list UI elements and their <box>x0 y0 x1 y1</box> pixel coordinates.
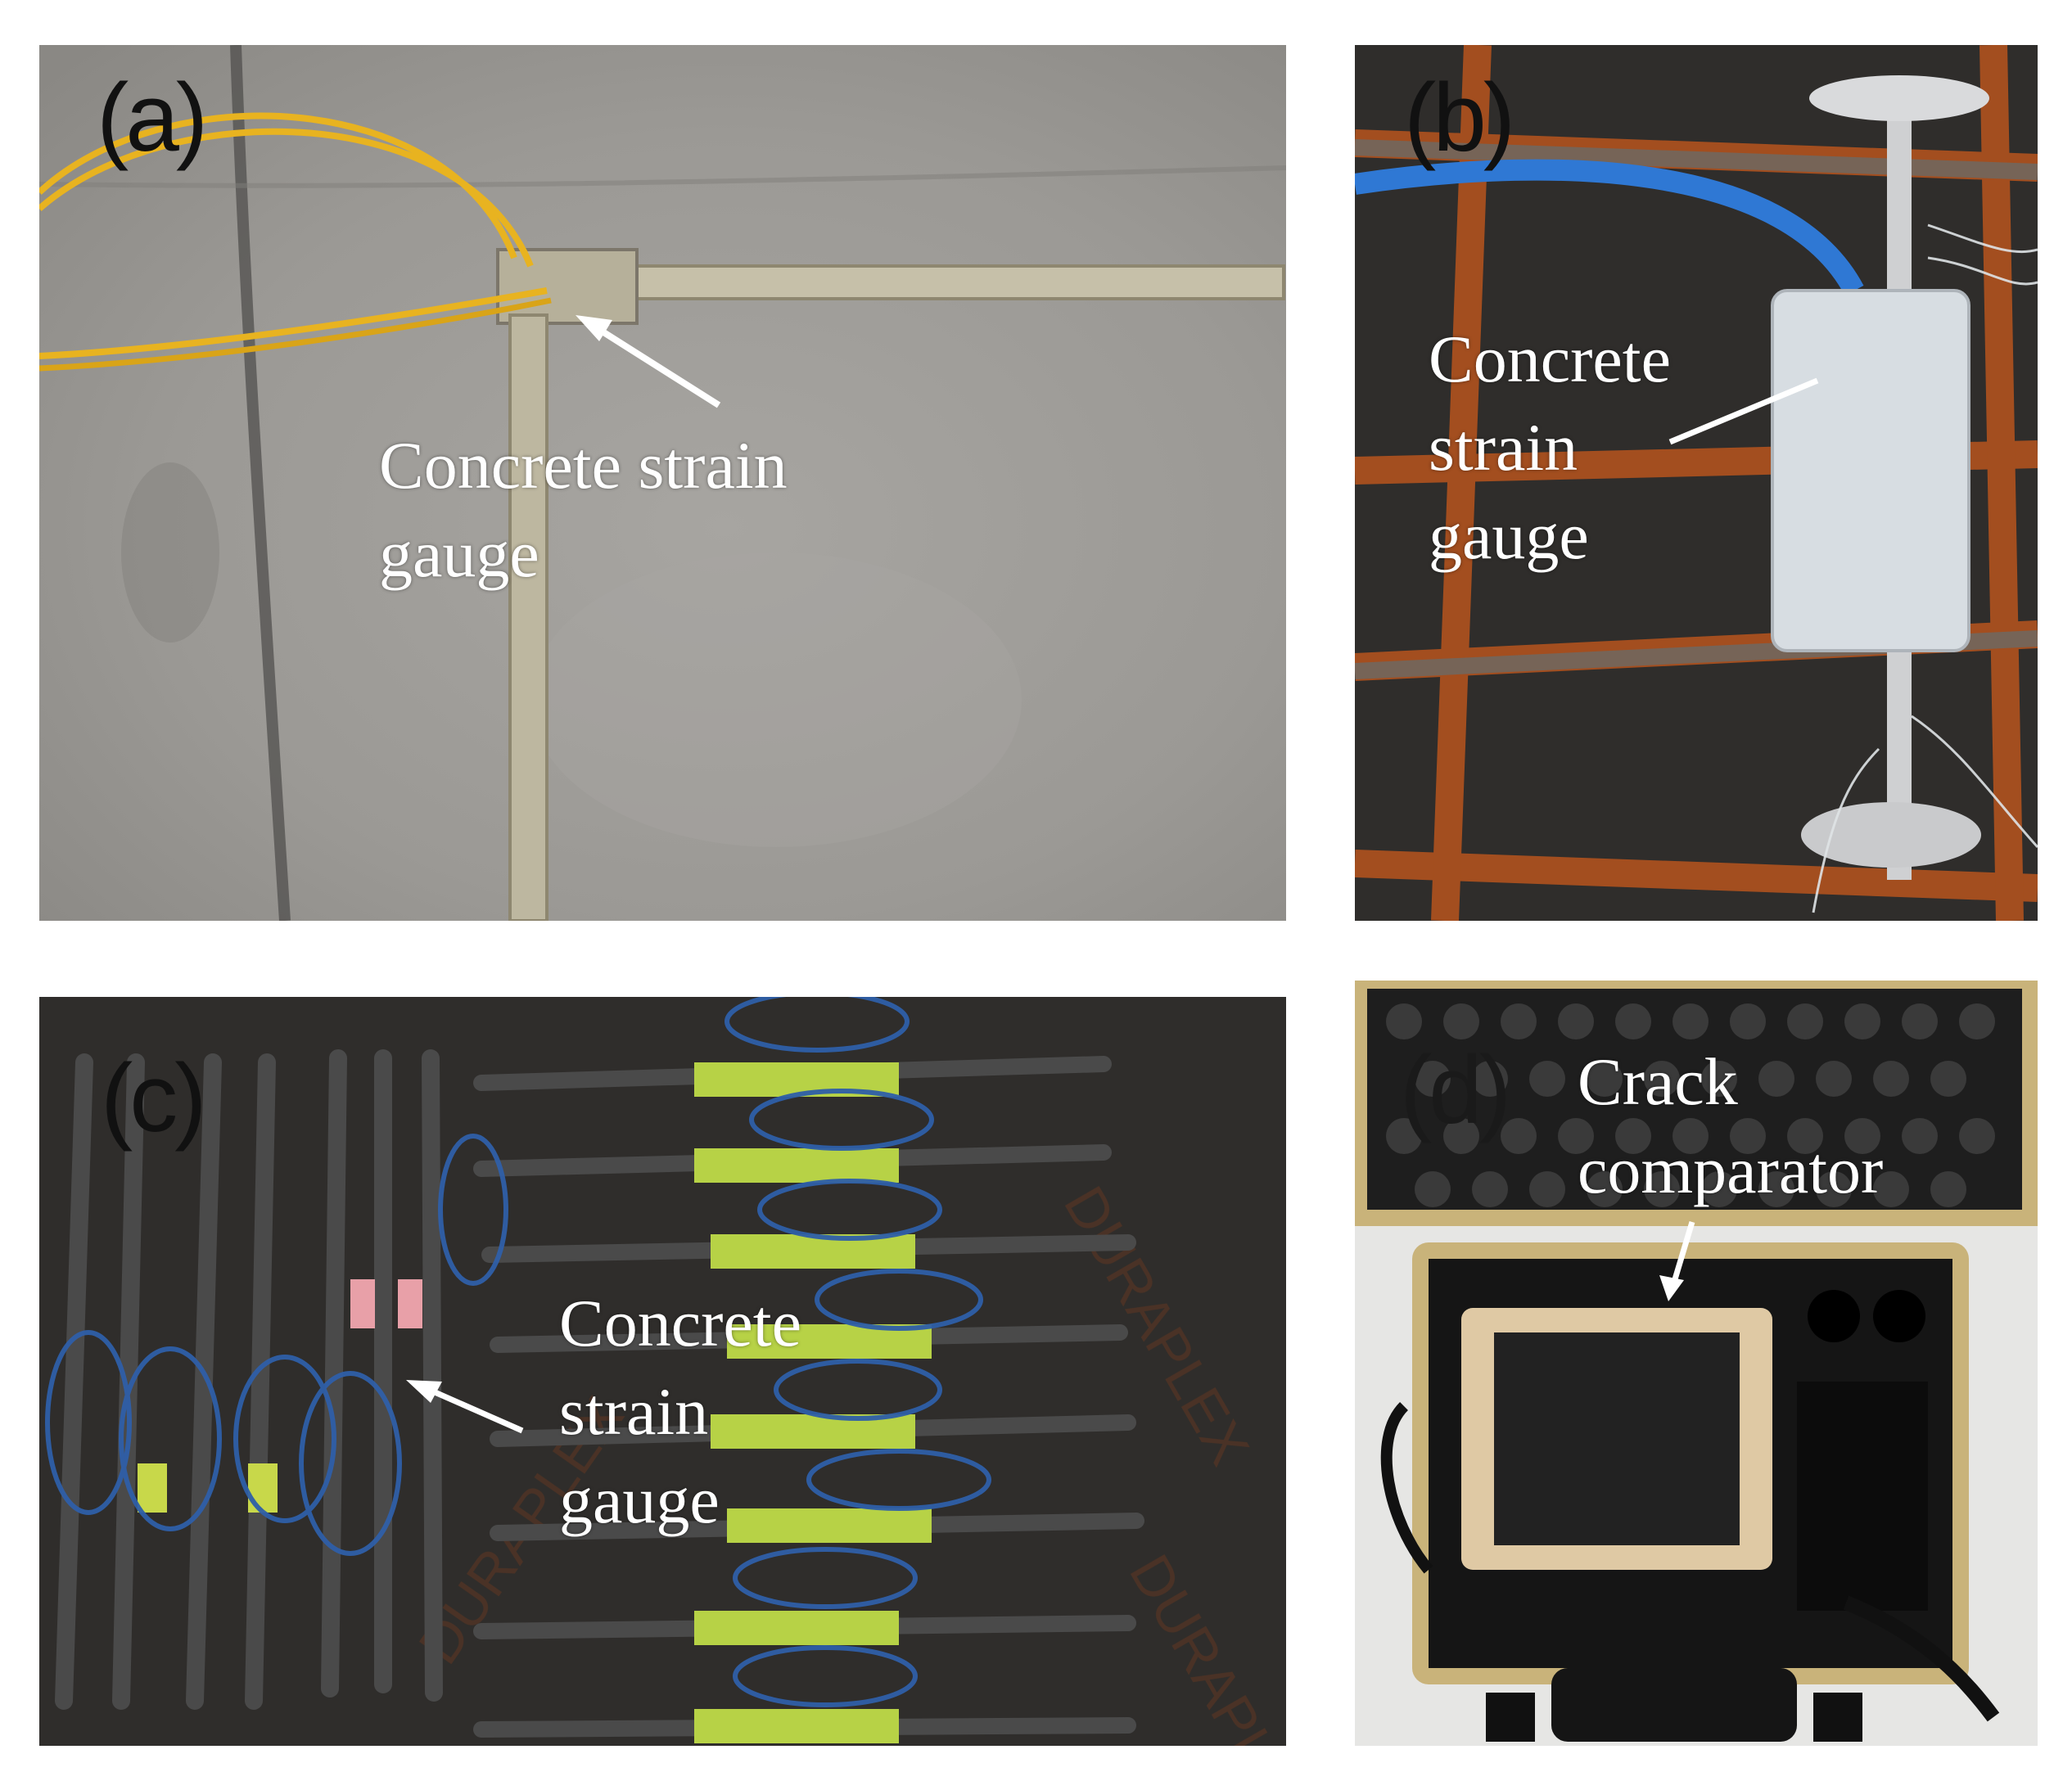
panel-label-c: (c) <box>101 1044 207 1152</box>
panel-label-b: (b) <box>1404 64 1515 172</box>
panel-a-photo: (a) Concrete strain gauge <box>39 45 1286 921</box>
annotation-line: comparator <box>1578 1133 1884 1207</box>
annotation-line: Crack <box>1578 1044 1738 1119</box>
annotation-crack-comparator: Crack comparator <box>1578 1038 1883 1215</box>
crack-comparator-case-image <box>1355 981 2038 1746</box>
rebar-cage-image <box>1355 45 2038 921</box>
annotation-concrete-strain-gauge-a: Concrete strain gauge <box>379 422 788 598</box>
panel-c-photo: DURAPLEX DURAPLEX DURAPLEX <box>39 997 1286 1746</box>
annotation-concrete-strain-gauge-b: Concrete strain gauge <box>1429 315 1671 580</box>
annotation-line: Concrete <box>559 1286 801 1360</box>
annotation-line: gauge <box>559 1463 720 1537</box>
panel-d-photo: (d) Crack comparator <box>1355 981 2038 1746</box>
panel-b-photo: (b) Concrete strain gauge <box>1355 45 2038 921</box>
annotation-line: Concrete <box>1429 322 1671 396</box>
panel-label-a: (a) <box>97 64 208 172</box>
annotation-line: strain <box>1429 410 1578 485</box>
annotation-line: gauge <box>379 516 539 591</box>
annotation-line: strain <box>559 1374 709 1449</box>
annotation-line: gauge <box>1429 498 1589 573</box>
concrete-surface-image <box>39 45 1286 921</box>
gauge-array-image: DURAPLEX DURAPLEX DURAPLEX <box>39 997 1286 1746</box>
annotation-concrete-strain-gauge-c: Concrete strain gauge <box>559 1279 801 1544</box>
panel-label-d: (d) <box>1400 1036 1511 1144</box>
annotation-line: Concrete strain <box>379 428 788 503</box>
